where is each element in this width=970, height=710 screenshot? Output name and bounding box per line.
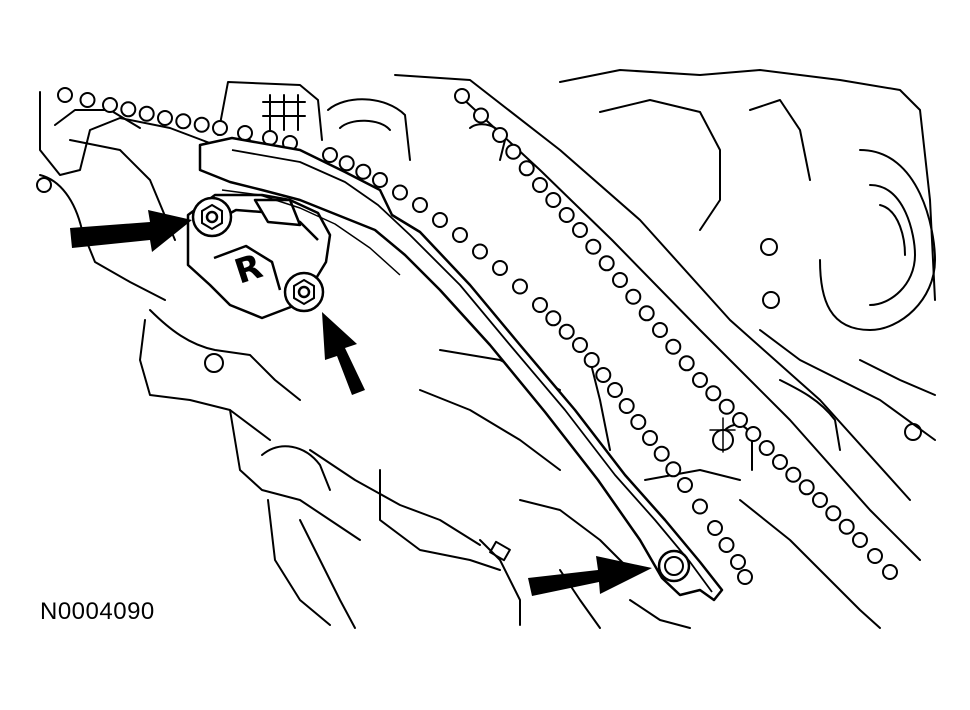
chain-link	[812, 492, 828, 508]
chain-link	[718, 398, 735, 415]
arrow-icon	[70, 210, 192, 252]
arrow-icon	[528, 556, 652, 596]
chain-link	[454, 88, 470, 104]
chain-link	[412, 197, 428, 213]
upper-left-bolt-icon	[191, 196, 233, 238]
chain-link	[372, 172, 388, 188]
chain-link	[512, 278, 528, 295]
chain-link	[558, 207, 575, 223]
chain-link	[492, 260, 508, 276]
chain-link	[545, 192, 562, 208]
chain-link	[473, 107, 489, 124]
chain-link	[692, 498, 708, 515]
chain-link	[392, 184, 408, 201]
chain-link	[57, 87, 73, 103]
chain-link	[558, 323, 575, 340]
chain-link	[652, 322, 668, 338]
chain-link	[852, 532, 868, 548]
chain-link	[212, 120, 228, 136]
chain-link	[625, 288, 642, 305]
chain-link	[432, 212, 448, 228]
chain-link	[745, 426, 762, 442]
chain-link	[867, 548, 883, 564]
chain-link	[798, 479, 815, 496]
arrow-icon	[322, 312, 365, 395]
chain-link	[595, 367, 612, 383]
guide-pivot-bolt-icon	[657, 549, 691, 583]
chain-link	[607, 382, 623, 398]
chain-link	[598, 255, 615, 272]
chain-link	[505, 143, 522, 160]
chain-link	[120, 101, 137, 118]
chain-link	[678, 355, 695, 372]
chain-link	[618, 398, 635, 414]
chain-link	[653, 445, 670, 462]
chain-link	[638, 305, 655, 322]
chain-link	[630, 414, 647, 430]
chain-link	[665, 338, 682, 355]
chain-link	[705, 385, 722, 402]
chain-link	[492, 127, 508, 143]
chain-link	[355, 163, 372, 180]
engine-block-background	[36, 69, 936, 629]
chain-link	[79, 92, 96, 108]
chain-link	[138, 105, 155, 122]
chain-link	[612, 272, 628, 288]
chain-link	[730, 554, 746, 570]
chain-link	[838, 518, 855, 535]
chain-link	[237, 125, 253, 141]
chain-link	[175, 113, 192, 130]
chain-link	[532, 297, 548, 313]
chain-link	[193, 116, 210, 133]
chain-link	[583, 352, 600, 368]
chain-link	[585, 238, 602, 255]
chain-link	[665, 461, 682, 478]
chain-link	[642, 430, 658, 446]
chain-link	[572, 222, 588, 238]
chain-link	[322, 147, 338, 163]
chain-link	[157, 110, 173, 126]
chain-link	[825, 505, 842, 522]
lower-tensioner-bolt-icon	[283, 271, 325, 313]
chain-link	[545, 310, 562, 327]
chain-link	[732, 412, 748, 428]
chain-link	[452, 227, 468, 243]
chain-link	[572, 337, 588, 353]
figure-code-label: N0004090	[40, 598, 155, 625]
chain-link	[707, 520, 723, 536]
chain-link	[677, 477, 693, 493]
chain-link	[772, 454, 788, 470]
timing-chain	[57, 87, 898, 585]
chain-link	[692, 372, 708, 388]
chain-link	[718, 537, 735, 553]
chain-link	[532, 177, 548, 193]
chain-link	[472, 243, 488, 260]
chain-link	[758, 440, 775, 456]
chain-link	[338, 155, 355, 172]
chain-link	[518, 160, 535, 177]
chain-link	[102, 97, 118, 113]
chain-link	[737, 569, 753, 585]
chain-link	[785, 466, 802, 483]
chain-link	[882, 564, 898, 580]
